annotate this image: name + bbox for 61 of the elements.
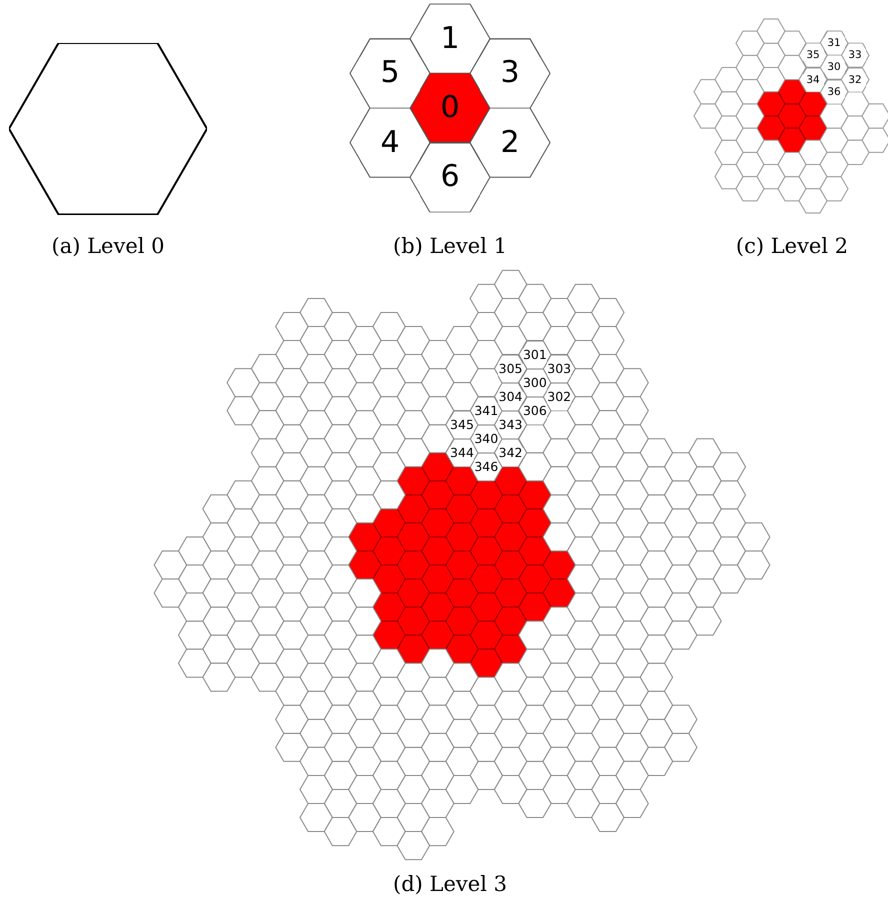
hexagon-cell [420, 142, 480, 212]
hexagon-cell [450, 438, 474, 467]
hexagon-cell [420, 73, 480, 143]
hexagon-cell [480, 38, 540, 108]
cell-number: 34 [806, 74, 820, 85]
cell-number: 0 [440, 92, 460, 123]
cell-number: 33 [848, 50, 862, 61]
cell-number: 32 [848, 74, 862, 85]
hexagon-cell [498, 410, 523, 439]
cell-number: 302 [547, 390, 572, 403]
cell-number: 304 [498, 390, 522, 403]
hexagon-cell [802, 68, 824, 92]
cell-number: 4 [380, 128, 400, 158]
cell-number: 306 [522, 404, 547, 417]
cell-number: 341 [474, 404, 498, 417]
hexagon-cell [824, 55, 844, 80]
hexagon-cell [360, 38, 420, 108]
caption: (c) Level 2 [736, 234, 848, 258]
hexagon-cell [360, 108, 420, 178]
cell-number: 6 [440, 162, 460, 192]
cell-number: 300 [522, 376, 547, 389]
hexagon-cell [844, 43, 866, 68]
cell-number: 1 [440, 24, 460, 54]
hexagon-cell [824, 80, 844, 104]
cell-number: 345 [450, 418, 474, 431]
hexagon-cell [474, 396, 498, 425]
cell-number: 343 [498, 418, 522, 431]
cell-number: 342 [498, 446, 522, 459]
caption: (a) Level 0 [52, 234, 164, 258]
cell-number: 305 [498, 362, 522, 375]
hexagon-cell [498, 438, 523, 467]
hexagon-cell [844, 68, 866, 92]
hexagon-cell [547, 354, 572, 383]
hexagon-cell [547, 382, 572, 411]
hexagon-cell [450, 410, 474, 439]
cell-number: 5 [380, 58, 400, 88]
cell-number: 340 [474, 432, 498, 445]
hexagon-cell [522, 368, 548, 397]
cell-number: 346 [474, 460, 498, 474]
cell-number: 31 [827, 38, 841, 48]
hexagon-cell [480, 108, 540, 178]
cell-number: 2 [500, 128, 520, 158]
hexagon-cell [498, 382, 523, 411]
cell-number: 301 [522, 348, 547, 361]
hexagon-cell [474, 452, 498, 481]
cell-number: 30 [827, 62, 841, 73]
hexagon-cell [420, 4, 480, 74]
caption: (d) Level 3 [393, 872, 507, 896]
hexagon-cell [522, 396, 548, 425]
cell-number: 344 [450, 446, 474, 459]
cell-number: 36 [827, 86, 841, 97]
hexagon-cell [824, 31, 844, 56]
cell-number: 35 [806, 50, 820, 61]
hexagon-cell [474, 424, 498, 453]
hexagon-cell [802, 43, 824, 68]
hexagon-cell [522, 340, 548, 369]
cell-number: 3 [500, 58, 520, 88]
hexagon-cell [9, 43, 207, 215]
hexagon-cell [498, 354, 523, 383]
cell-number: 303 [547, 362, 572, 375]
caption: (b) Level 1 [393, 234, 507, 258]
